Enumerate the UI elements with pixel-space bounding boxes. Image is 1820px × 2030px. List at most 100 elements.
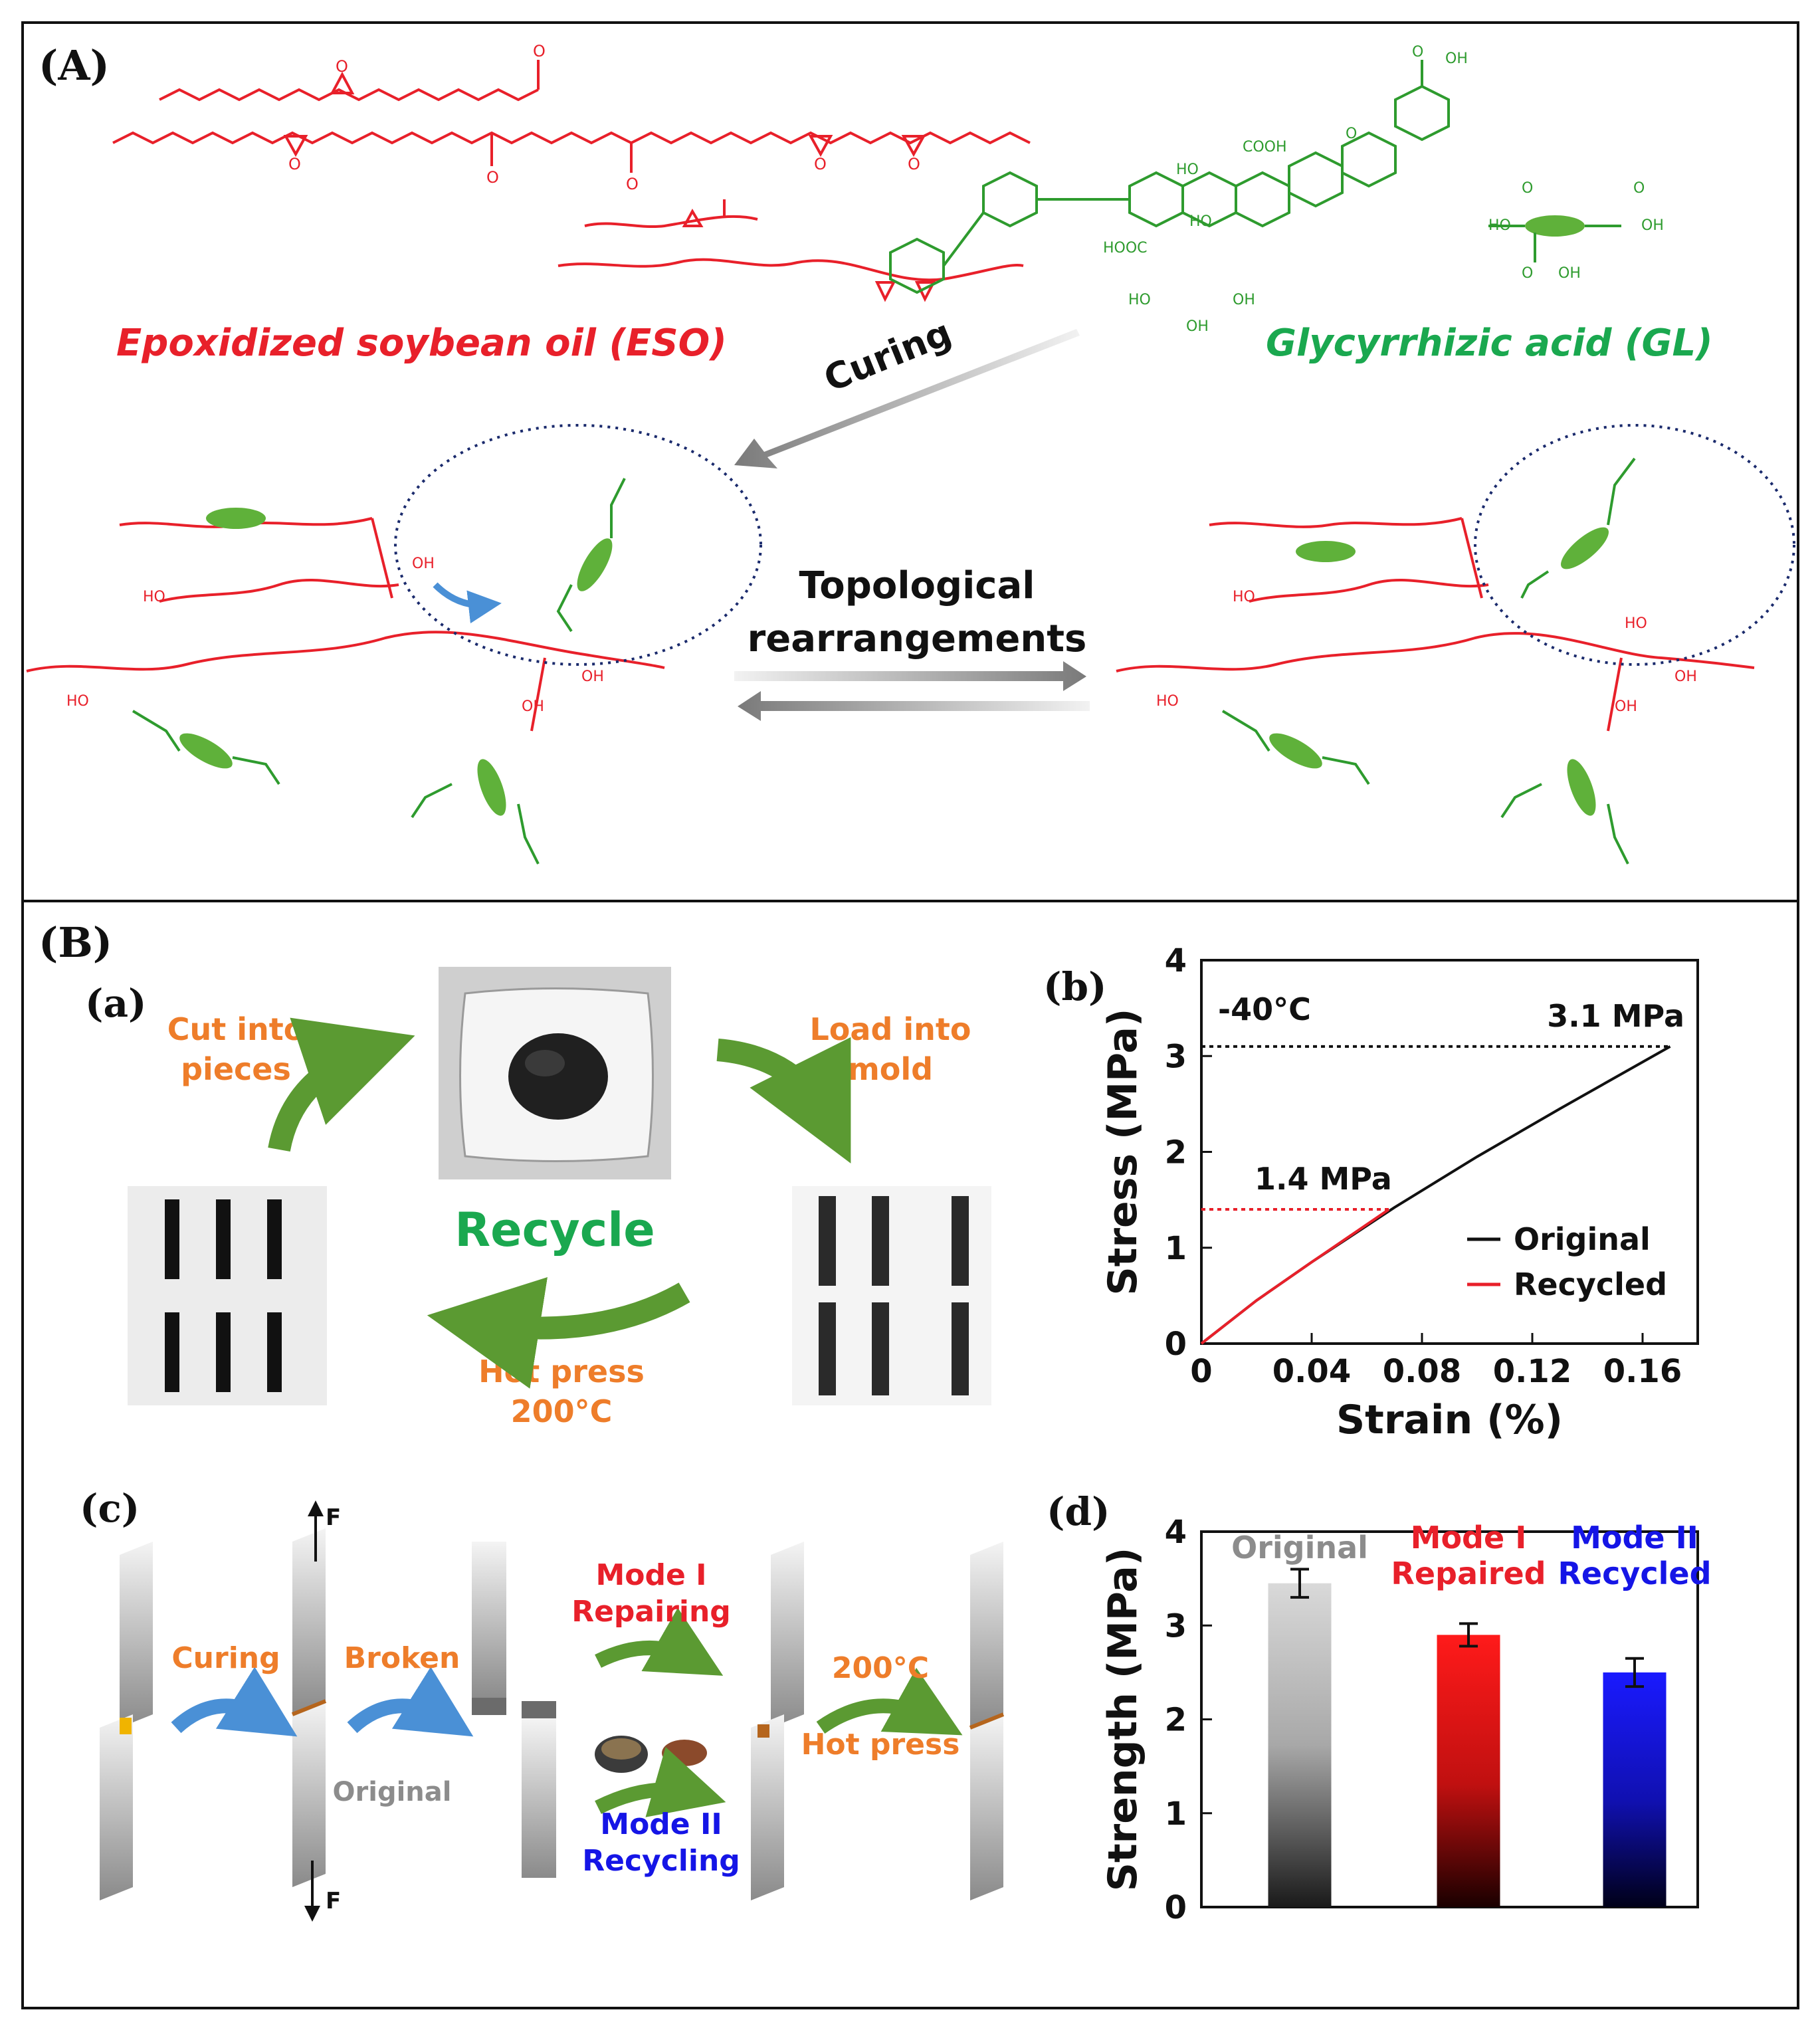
c-broken-label: Broken — [344, 1641, 460, 1675]
sub-c-label: (c) — [80, 1486, 140, 1531]
rearrangements-label: rearrangements — [748, 617, 1087, 660]
bar-0 — [1268, 1583, 1332, 1907]
bar-2 — [1603, 1672, 1667, 1907]
y-tick-label: 0 — [1165, 1326, 1187, 1363]
atom-ho: HO — [66, 693, 89, 710]
lap-shear-schematic — [100, 1500, 1005, 1922]
atom-o: O — [814, 155, 827, 173]
atom-o: O — [1633, 180, 1645, 197]
x-tick-label: 0 — [1190, 1353, 1212, 1390]
atom-oh: OH — [1445, 51, 1468, 67]
photo-pieces-mold — [439, 967, 671, 1179]
exchange-arrow — [433, 582, 502, 624]
c-temp-label: 200°C — [832, 1651, 929, 1685]
legend-label: Original — [1514, 1221, 1651, 1257]
atom-o: O — [908, 155, 920, 173]
bar-1 — [1437, 1635, 1500, 1907]
atom-ho: HO — [1176, 161, 1199, 178]
atom-o: O — [533, 42, 546, 60]
x-tick-label: 0.04 — [1272, 1353, 1351, 1390]
atom-o: O — [1346, 126, 1357, 142]
network-right — [1116, 457, 1755, 864]
atom-oh: OH — [1641, 217, 1664, 234]
y-tick-label: 0 — [1165, 1889, 1187, 1926]
c-mode1-line2: Repairing — [571, 1595, 731, 1629]
y-tick-label: 1 — [1165, 1230, 1187, 1267]
gl-label: Glycyrrhizic acid (GL) — [1266, 322, 1713, 365]
atom-o: O — [486, 168, 499, 187]
series-recycled — [1200, 1208, 1390, 1345]
x-axis-label: Strain (%) — [1336, 1397, 1563, 1443]
highlight-circle-right — [1474, 424, 1795, 666]
photo-cured-strips — [128, 1186, 327, 1405]
atom-ho: HO — [1488, 217, 1511, 234]
forward-arrow — [734, 661, 1086, 691]
y-tick-label: 3 — [1165, 1038, 1187, 1075]
atom-o: O — [336, 57, 348, 76]
atom-o: O — [1522, 265, 1533, 282]
topological-label: Topological — [799, 564, 1035, 607]
sub-b-label: (b) — [1043, 964, 1106, 1009]
cut-label-2: pieces — [181, 1051, 291, 1087]
atom-o: O — [1522, 180, 1533, 197]
network-right-atoms: HO HO OH OH HO — [1156, 589, 1697, 715]
arrow-hotpress — [427, 1276, 690, 1389]
atom-o: O — [288, 155, 301, 173]
photo-loaded-mold — [792, 1186, 991, 1405]
panel-a-label: (A) — [39, 41, 110, 90]
hot-press-label: Hot press — [478, 1354, 645, 1389]
y-tick-label: 2 — [1165, 1134, 1187, 1171]
bar-label: Mode II — [1571, 1520, 1698, 1556]
atom-ho: HO — [1128, 292, 1151, 308]
atom-oh: OH — [522, 698, 544, 715]
eso-structure-small — [557, 199, 1024, 302]
atom-oh: OH — [1615, 698, 1637, 715]
c-hot-press-label: Hot press — [801, 1728, 960, 1762]
bar-label: Repaired — [1391, 1556, 1546, 1591]
x-tick-label: 0.08 — [1383, 1353, 1461, 1390]
load-label-2: mold — [848, 1051, 933, 1087]
panel-b-frame — [21, 900, 1799, 2009]
eso-atoms-top: O O O O O O O — [288, 42, 920, 193]
y-axis-label: Strength (MPa) — [1100, 1548, 1146, 1892]
y-tick-label: 3 — [1165, 1607, 1187, 1645]
atom-cooh: COOH — [1243, 139, 1287, 155]
bar-label: Recycled — [1558, 1556, 1711, 1591]
y-tick-label: 4 — [1165, 942, 1187, 979]
highlight-circle-left — [394, 424, 762, 666]
atom-oh: OH — [581, 668, 604, 685]
bar-label: Mode I — [1411, 1520, 1527, 1556]
atom-o: O — [1412, 44, 1423, 60]
max-original-annotation: 3.1 MPa — [1547, 998, 1684, 1034]
max-recycled-annotation: 1.4 MPa — [1255, 1161, 1392, 1197]
y-tick-label: 1 — [1165, 1795, 1187, 1833]
load-label-1: Load into — [809, 1011, 971, 1047]
force-bottom-label: F — [326, 1888, 341, 1914]
network-left — [26, 478, 665, 864]
eso-label: Epoxidized soybean oil (ESO) — [116, 322, 727, 365]
atom-o: O — [626, 175, 639, 193]
y-tick-label: 4 — [1165, 1514, 1187, 1551]
c-original-label: Original — [333, 1777, 452, 1807]
x-tick-label: 0.16 — [1603, 1353, 1682, 1390]
force-top-label: F — [326, 1504, 341, 1531]
recycle-label: Recycle — [455, 1203, 655, 1257]
c-curing-label: Curing — [171, 1641, 280, 1675]
eso-structure-top — [112, 60, 1031, 173]
atom-oh: OH — [1233, 292, 1255, 308]
atom-oh: OH — [412, 556, 435, 572]
hot-temp-label: 200°C — [511, 1393, 613, 1429]
temperature-annotation: -40°C — [1218, 991, 1311, 1027]
c-mode1-line1: Mode I — [595, 1558, 706, 1592]
atom-oh: OH — [1558, 265, 1581, 282]
atom-ho: HO — [1189, 213, 1212, 230]
curing-arrow — [734, 329, 1080, 468]
atom-ho: HO — [1156, 693, 1179, 710]
sub-a-label: (a) — [85, 981, 146, 1026]
reverse-arrow — [738, 691, 1090, 721]
atom-oh: OH — [1186, 318, 1209, 335]
atom-ho: HO — [143, 589, 165, 605]
